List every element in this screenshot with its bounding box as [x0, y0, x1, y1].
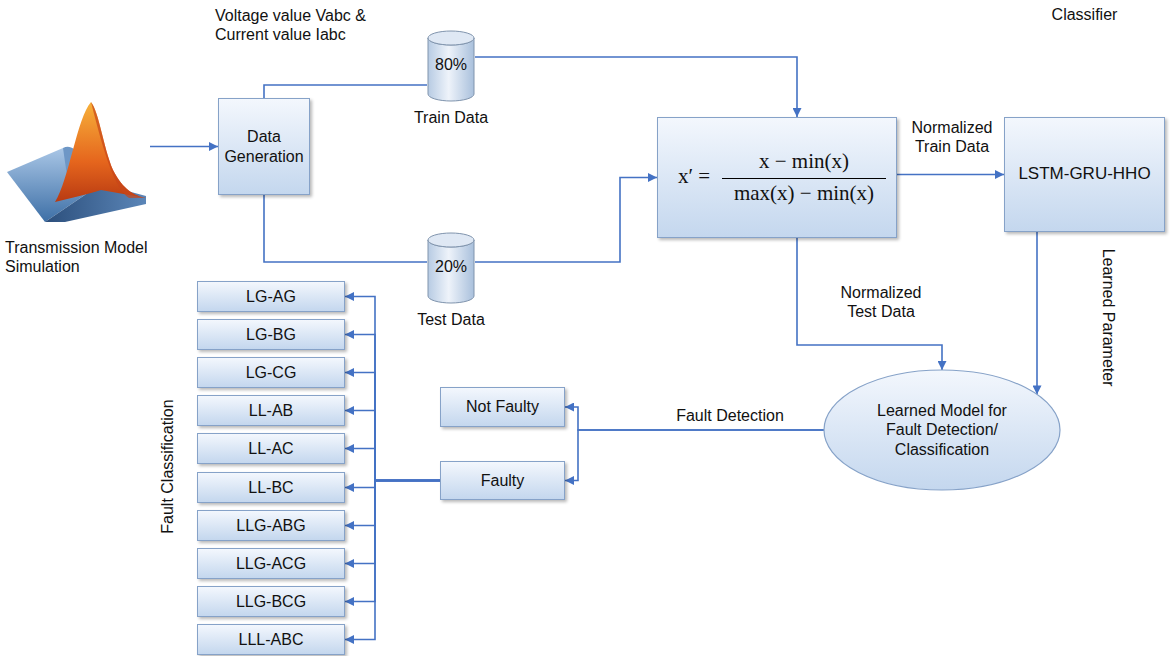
- matlab-logo: [5, 98, 148, 228]
- fault-class-box: LG-CG: [197, 357, 345, 388]
- fault-class-box: LL-AB: [197, 395, 345, 426]
- process-box: Data Generation: [218, 98, 310, 195]
- flow-arrow: [1036, 232, 1038, 394]
- fault-class-box: LG-AG: [197, 281, 345, 312]
- node-text: LLG-ACG: [236, 554, 306, 573]
- result-box: Not Faulty: [440, 387, 565, 427]
- node-text: Transmission Model Simulation: [5, 238, 180, 276]
- flow-arrow: [345, 373, 440, 481]
- fault-class-box: LLL-ABC: [197, 624, 345, 655]
- node-text: LLG-BCG: [236, 592, 306, 611]
- flow-arrow: [797, 238, 942, 370]
- flow-arrow: [475, 178, 657, 263]
- edge-label: Normalized Train Data: [902, 118, 1002, 156]
- formula-box: x′ =x − min(x) max(x) − min(x): [657, 117, 897, 238]
- database-cylinder: 20% Test Data: [406, 232, 496, 332]
- node-text: Faulty: [481, 471, 525, 490]
- node-text: Data Generation: [223, 127, 305, 165]
- flow-arrow: [897, 174, 1004, 176]
- flow-arrow: [345, 481, 440, 488]
- icon-area: [5, 98, 148, 228]
- flow-arrow: [345, 411, 440, 481]
- edge-label: Fault Detection: [655, 406, 805, 425]
- node-subtext: x − min(x): [722, 149, 886, 174]
- flow-arrow: [345, 481, 440, 602]
- flow-arrow: [565, 407, 824, 430]
- flow-arrow: [345, 481, 440, 640]
- flow-arrow: [150, 146, 218, 148]
- simulation-icon: Transmission Model Simulation: [5, 98, 180, 288]
- node-text: LL-AB: [249, 401, 293, 420]
- flow-arrow: [345, 335, 440, 481]
- node-subtext: Train Data: [406, 108, 496, 127]
- flow-arrow: [264, 195, 427, 262]
- node-text: x′ =: [668, 164, 720, 189]
- node-text: 20%: [406, 257, 496, 276]
- node-text: LLG-ABG: [236, 516, 305, 535]
- flow-arrow: [565, 430, 824, 481]
- classifier-box: ClassifierLSTM-GRU-HHO: [1004, 5, 1165, 232]
- node-text: LLL-ABC: [239, 630, 304, 649]
- fault-class-box: LG-BG: [197, 319, 345, 350]
- ellipse-outline: [824, 370, 1060, 490]
- fault-class-box: LLG-ABG: [197, 510, 345, 541]
- fault-class-box: LL-BC: [197, 472, 345, 503]
- node-text: LG-AG: [246, 287, 296, 306]
- node-text: Not Faulty: [466, 397, 539, 416]
- node-text: LG-BG: [246, 325, 296, 344]
- node-text: Classifier: [1004, 5, 1165, 24]
- flow-arrow: [345, 481, 440, 526]
- flow-arrow: [475, 57, 797, 117]
- model-ellipse: Learned Model for Fault Detection/ Class…: [822, 368, 1062, 492]
- cylinder-top: [428, 233, 474, 247]
- flow-arrow: [264, 85, 427, 98]
- node-subtext: Test Data: [406, 310, 496, 329]
- cylinder-top: [428, 31, 474, 45]
- fault-class-box: LLG-ACG: [197, 548, 345, 579]
- signal-note: Voltage value Vabc & Current value Iabc: [215, 6, 390, 44]
- node-subtext: max(x) − min(x): [722, 178, 886, 206]
- flow-arrow: [345, 481, 440, 564]
- flow-arrow: [345, 449, 440, 481]
- edge-label: Normalized Test Data: [828, 283, 934, 321]
- database-cylinder: 80% Train Data: [406, 30, 496, 130]
- node-text: 80%: [406, 55, 496, 74]
- fault-class-box: LLG-BCG: [197, 586, 345, 617]
- result-box: Faulty: [440, 461, 565, 500]
- node-text: LL-BC: [248, 478, 293, 497]
- node-text: LL-AC: [248, 439, 293, 458]
- node-subtext: LSTM-GRU-HHO: [1004, 117, 1165, 232]
- node-text: Learned Model for Fault Detection/ Class…: [867, 401, 1017, 459]
- node-text: LG-CG: [246, 363, 297, 382]
- edge-label: Learned Parameter: [1098, 238, 1117, 398]
- group-label: Fault Classification: [158, 372, 177, 562]
- fault-class-box: LL-AC: [197, 433, 345, 464]
